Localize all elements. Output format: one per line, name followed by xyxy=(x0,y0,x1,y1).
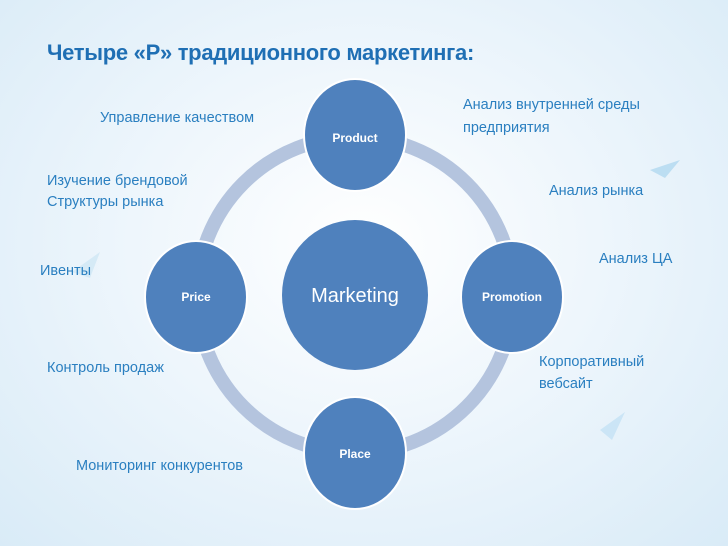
note-site-1: Корпоративный xyxy=(539,354,645,370)
price-label: Price xyxy=(181,290,211,304)
note-brand-2: Структуры рынка xyxy=(47,194,164,210)
promotion-label: Promotion xyxy=(482,290,542,304)
place-label: Place xyxy=(339,447,371,461)
product-label: Product xyxy=(332,131,377,145)
note-internal-2: предприятия xyxy=(463,120,550,136)
note-quality: Управление качеством xyxy=(100,110,255,126)
decor-shard xyxy=(600,412,625,440)
note-competitors: Мониторинг конкурентов xyxy=(76,458,243,474)
note-site-2: вебсайт xyxy=(539,376,593,392)
note-events: Ивенты xyxy=(40,263,92,279)
note-ta: Анализ ЦА xyxy=(599,251,673,267)
decor-shard xyxy=(650,160,680,178)
marketing-label: Marketing xyxy=(311,285,399,307)
slide-title: Четыре «Р» традиционного маркетинга: xyxy=(47,40,474,65)
node-product: Product xyxy=(303,78,407,192)
decor-shard xyxy=(72,252,100,278)
node-price: Price xyxy=(144,240,248,354)
node-promotion: Promotion xyxy=(460,240,564,354)
note-brand-1: Изучение брендовой xyxy=(47,173,188,189)
note-internal-1: Анализ внутренней среды xyxy=(463,97,640,113)
note-sales: Контроль продаж xyxy=(47,360,164,376)
note-market: Анализ рынка xyxy=(549,183,644,199)
node-place: Place xyxy=(303,396,407,510)
marketing-circle xyxy=(282,220,428,370)
